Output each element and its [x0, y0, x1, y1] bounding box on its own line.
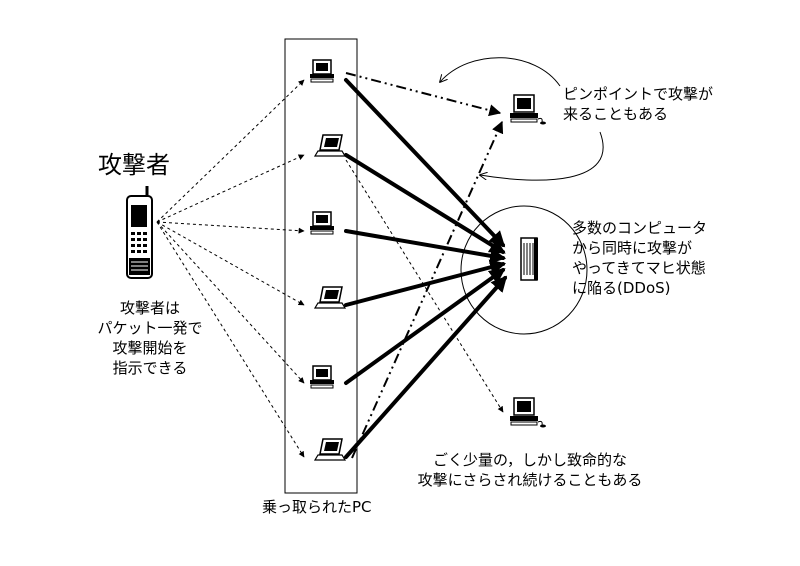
ddos-note-line: に陥る(DDoS): [572, 279, 671, 297]
bot-computer-icon: [309, 211, 335, 235]
attacker-caption-line: 攻撃者は: [119, 299, 180, 317]
target-pc-top-icon: [509, 94, 547, 126]
botnet-box: [284, 38, 358, 494]
bot-computer-icon: [309, 59, 335, 83]
pinpoint-curve-arrow-bottom: [480, 131, 604, 181]
pinpoint-note-line: ピンポイントで攻撃が: [563, 85, 714, 103]
pinpoint-note: ピンポイントで攻撃が 来ることもある: [563, 84, 713, 124]
bot-computer-icon: [309, 365, 335, 389]
small-attack-arrow: [345, 159, 504, 413]
bot-laptop-icon: [314, 438, 346, 461]
ddos-note-line: 多数のコンピュータ: [572, 219, 708, 237]
mobile-phone-icon: [126, 186, 153, 279]
ddos-note-line: やってきてマヒ状態: [572, 259, 706, 277]
ddos-arrows: [344, 78, 508, 459]
small-attack-note-line: 攻撃にさらされ続けることもある: [417, 471, 643, 489]
pinpoint-arrows: [345, 72, 504, 459]
ddos-note: 多数のコンピュータ から同時に攻撃が やってきてマヒ状態 に陥る(DDoS): [572, 218, 707, 298]
bot-laptop-icon: [314, 134, 346, 157]
small-attack-note-line: ごく少量の，しかし致命的な: [432, 451, 628, 469]
server-icon: [520, 237, 538, 281]
attacker-caption-line: パケット一発で: [97, 319, 203, 337]
command-arrows: [156, 79, 305, 458]
pinpoint-curve-arrow-top: [440, 57, 561, 87]
botnet-caption: 乗っ取られたPC: [262, 498, 372, 516]
ddos-note-line: から同時に攻撃が: [572, 239, 693, 257]
attacker-caption-line: 指示できる: [112, 359, 188, 377]
attacker-caption-line: 攻撃開始を: [112, 339, 188, 357]
attacker-title: 攻撃者: [98, 151, 170, 179]
small-attack-note: ごく少量の，しかし致命的な 攻撃にさらされ続けることもある: [390, 450, 670, 490]
pinpoint-note-line: 来ることもある: [563, 105, 669, 123]
target-ellipse: [460, 205, 588, 335]
target-pc-bottom-icon: [509, 397, 547, 429]
attacker-caption: 攻撃者は パケット一発で 攻撃開始を 指示できる: [75, 298, 225, 378]
bot-laptop-icon: [314, 286, 346, 309]
